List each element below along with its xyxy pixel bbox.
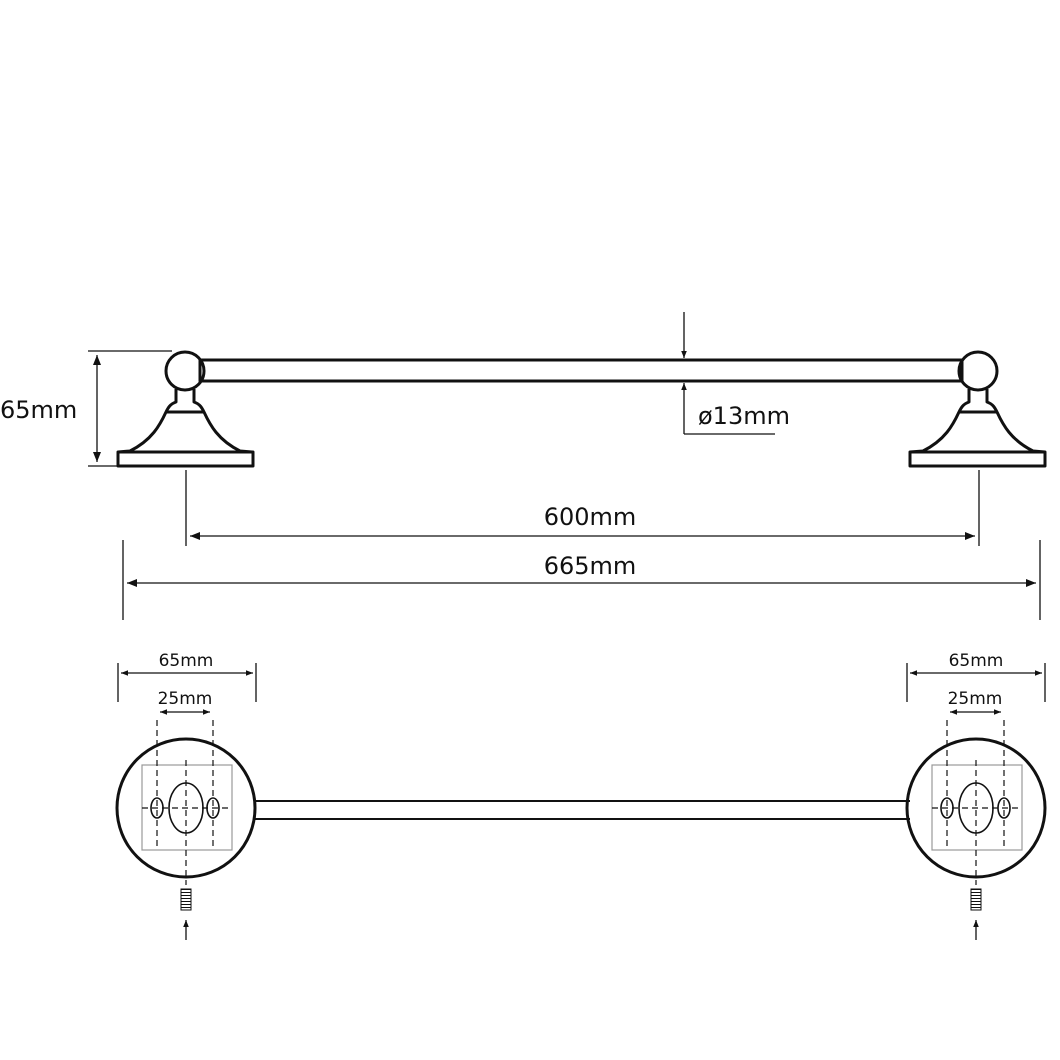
overall-label: 665mm bbox=[544, 552, 637, 580]
right-bracket-neck bbox=[909, 389, 1046, 454]
left-plan-plate bbox=[115, 720, 257, 940]
right-bracket-base bbox=[908, 450, 1047, 468]
left-bracket-neck bbox=[117, 389, 253, 454]
front-elevation: 65mm ø13mm 600mm 665mm bbox=[0, 312, 1047, 620]
left-bracket bbox=[116, 350, 255, 468]
left-base-width-label: 65mm bbox=[159, 651, 214, 671]
diameter-dimension: ø13mm bbox=[681, 312, 790, 435]
right-fixing-screw-icon bbox=[970, 888, 982, 911]
right-bracket-knob bbox=[957, 350, 999, 392]
left-bracket-knob bbox=[164, 350, 206, 392]
right-base-width-label: 65mm bbox=[949, 651, 1004, 671]
plan-view: 65mm 25mm 65mm 25mm bbox=[115, 651, 1047, 940]
left-fixing-label: 25mm bbox=[158, 689, 213, 709]
overall-dimension: 665mm bbox=[122, 540, 1041, 620]
right-plan-dimensions: 65mm 25mm bbox=[906, 651, 1046, 715]
height-dimension: 65mm bbox=[0, 350, 172, 467]
right-bracket bbox=[908, 350, 1047, 468]
left-bracket-base bbox=[116, 450, 255, 468]
rail-bar bbox=[198, 358, 964, 383]
left-fixing-screw-icon bbox=[180, 888, 192, 911]
diameter-label: ø13mm bbox=[698, 402, 790, 430]
left-plan-dimensions: 65mm 25mm bbox=[117, 651, 257, 715]
centers-label: 600mm bbox=[544, 503, 637, 531]
right-fixing-label: 25mm bbox=[948, 689, 1003, 709]
right-plan-plate bbox=[905, 720, 1047, 940]
centers-dimension: 600mm bbox=[185, 470, 980, 546]
height-label: 65mm bbox=[0, 396, 77, 424]
